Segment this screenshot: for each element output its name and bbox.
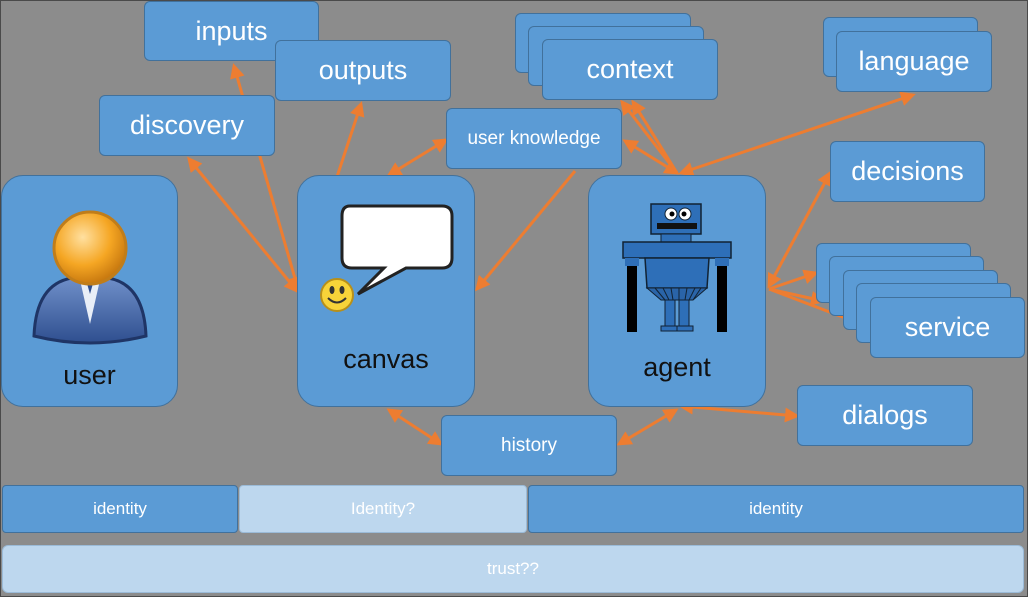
arrow-agent-context-a [620,99,679,174]
arrow-agent-service-a [768,269,819,291]
panel-user-label: user [63,360,116,390]
panel-user: user [1,175,178,407]
node-service-label: service [904,312,991,342]
identity-bar-left-label: identity [93,499,147,518]
node-language-label: language [858,46,970,76]
node-service: service [870,297,1025,358]
identity-bar-left: identity [2,485,238,533]
identity-bar-right-label: identity [749,499,803,518]
arrow-canvas-discovery [187,156,299,294]
arrow-canvas-userknowledge-top [386,138,449,177]
node-history: history [441,415,617,476]
arrow-canvas-history [386,408,444,446]
trust-bar-label: trust?? [487,559,539,578]
node-dialogs-label: dialogs [842,400,928,430]
node-outputs-label: outputs [318,55,408,85]
trust-bar: trust?? [2,545,1024,593]
arrow-agent-dialogs [678,399,800,423]
node-decisions-label: decisions [851,156,964,186]
smiley-icon [320,278,354,312]
identity-bar-middle-label: Identity? [350,499,416,518]
panel-canvas: canvas [297,175,475,407]
identity-bar-middle: Identity? [239,485,527,533]
panel-agent: agent [588,175,766,407]
node-decisions: decisions [830,141,985,202]
arrow-userknowledge-context [622,139,680,175]
arrow-agent-context-b [631,99,679,174]
node-user-knowledge-label: user knowledge [467,127,601,149]
node-dialogs: dialogs [797,385,973,446]
identity-bar-right: identity [528,485,1024,533]
robot-icon [622,203,732,332]
arrow-agent-language [678,91,916,177]
node-context-label: context [586,54,674,84]
arrow-agent-decisions [767,170,832,289]
node-user-knowledge: user knowledge [446,108,622,169]
panel-canvas-label: canvas [343,344,429,374]
panel-agent-label: agent [643,352,711,382]
node-history-label: history [501,434,557,456]
arrow-userknowledge-canvas [475,170,577,292]
node-discovery: discovery [99,95,275,156]
node-discovery-label: discovery [129,110,245,140]
user-avatar-icon [32,210,148,345]
node-context: context [542,39,718,100]
arrow-agent-history [616,408,679,446]
speech-bubble-icon [320,204,454,312]
node-outputs: outputs [275,40,451,101]
node-language: language [836,31,992,92]
node-inputs-label: inputs [195,15,268,46]
